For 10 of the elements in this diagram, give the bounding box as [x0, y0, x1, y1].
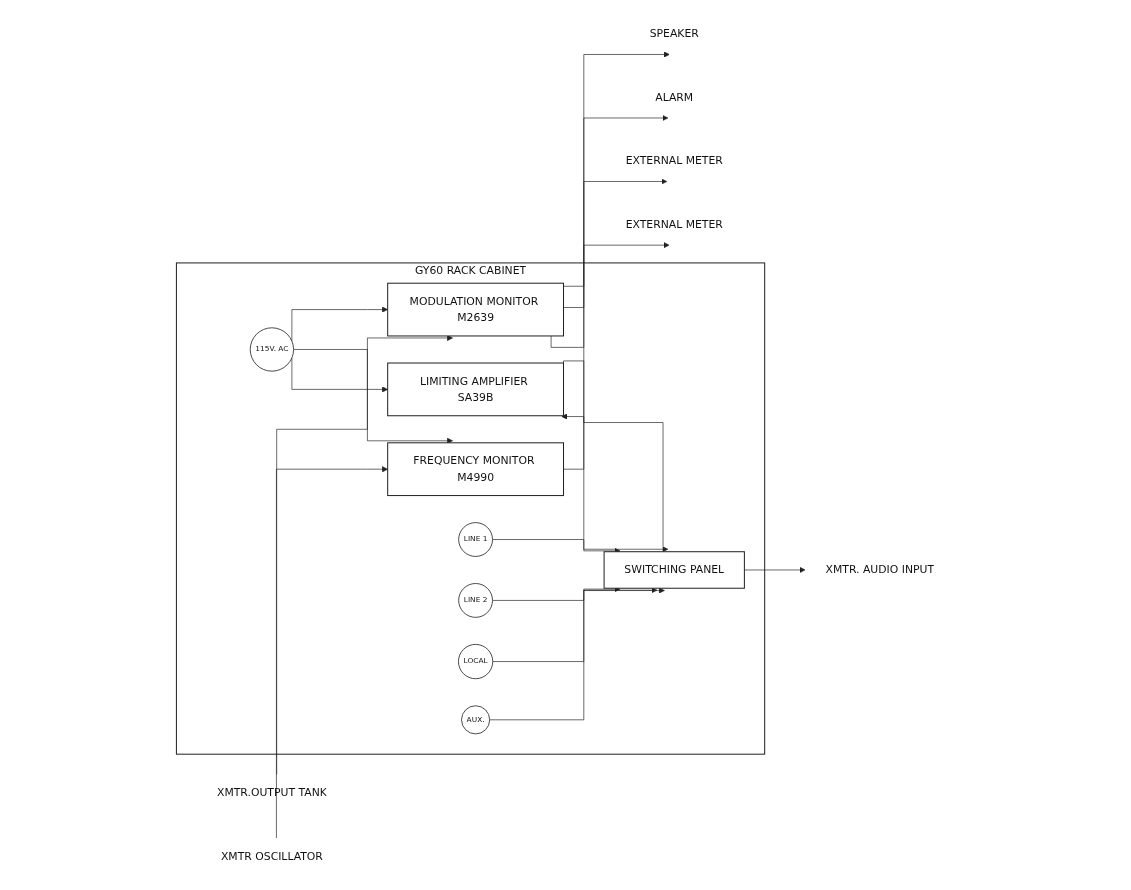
node-box: FREQUENCY MONITOR M4990 [387, 442, 565, 497]
node-text: EXTERNAL METER [625, 217, 723, 231]
node-text: ALARM [655, 90, 694, 104]
node-box: SWITCHING PANEL [603, 551, 745, 589]
node-box: MODULATION MONITOR M2639 [387, 282, 565, 337]
node-text: EXTERNAL METER [625, 154, 723, 167]
node-text: SPEAKER [649, 26, 699, 40]
node-text: XMTR. AUDIO INPUT [825, 563, 935, 577]
node-text: XMTR OSCILLATOR [221, 849, 324, 863]
node-box: LIMITING AMPLIFIER SA39B [387, 362, 565, 417]
